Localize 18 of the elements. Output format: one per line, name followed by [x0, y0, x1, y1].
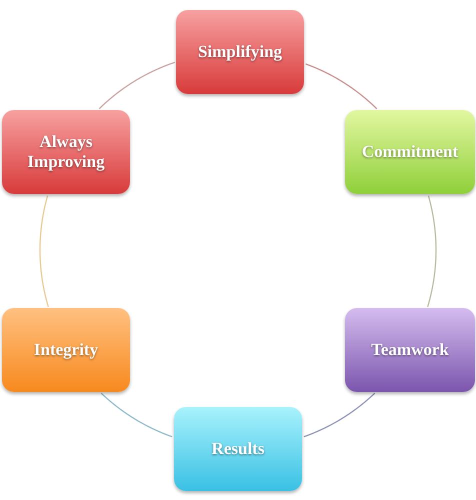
- connector-arc: [39, 196, 49, 308]
- connector-arc: [98, 62, 176, 110]
- value-box: [2, 308, 130, 392]
- value-label: Commitment: [360, 142, 460, 162]
- value-box: [176, 10, 304, 94]
- connector-arc: [304, 392, 376, 438]
- connector-arc: [427, 196, 437, 308]
- connector-arc: [100, 392, 172, 438]
- value-label: Always Improving: [26, 132, 106, 172]
- connector-arc: [306, 63, 378, 110]
- value-label: Results: [210, 438, 266, 460]
- value-label: Integrity: [32, 340, 100, 360]
- value-box: [2, 110, 130, 194]
- value-box: [345, 110, 475, 194]
- value-box: [345, 308, 475, 392]
- value-label: Teamwork: [370, 340, 450, 360]
- value-box: [174, 407, 302, 491]
- value-label: Simplifying: [196, 42, 284, 62]
